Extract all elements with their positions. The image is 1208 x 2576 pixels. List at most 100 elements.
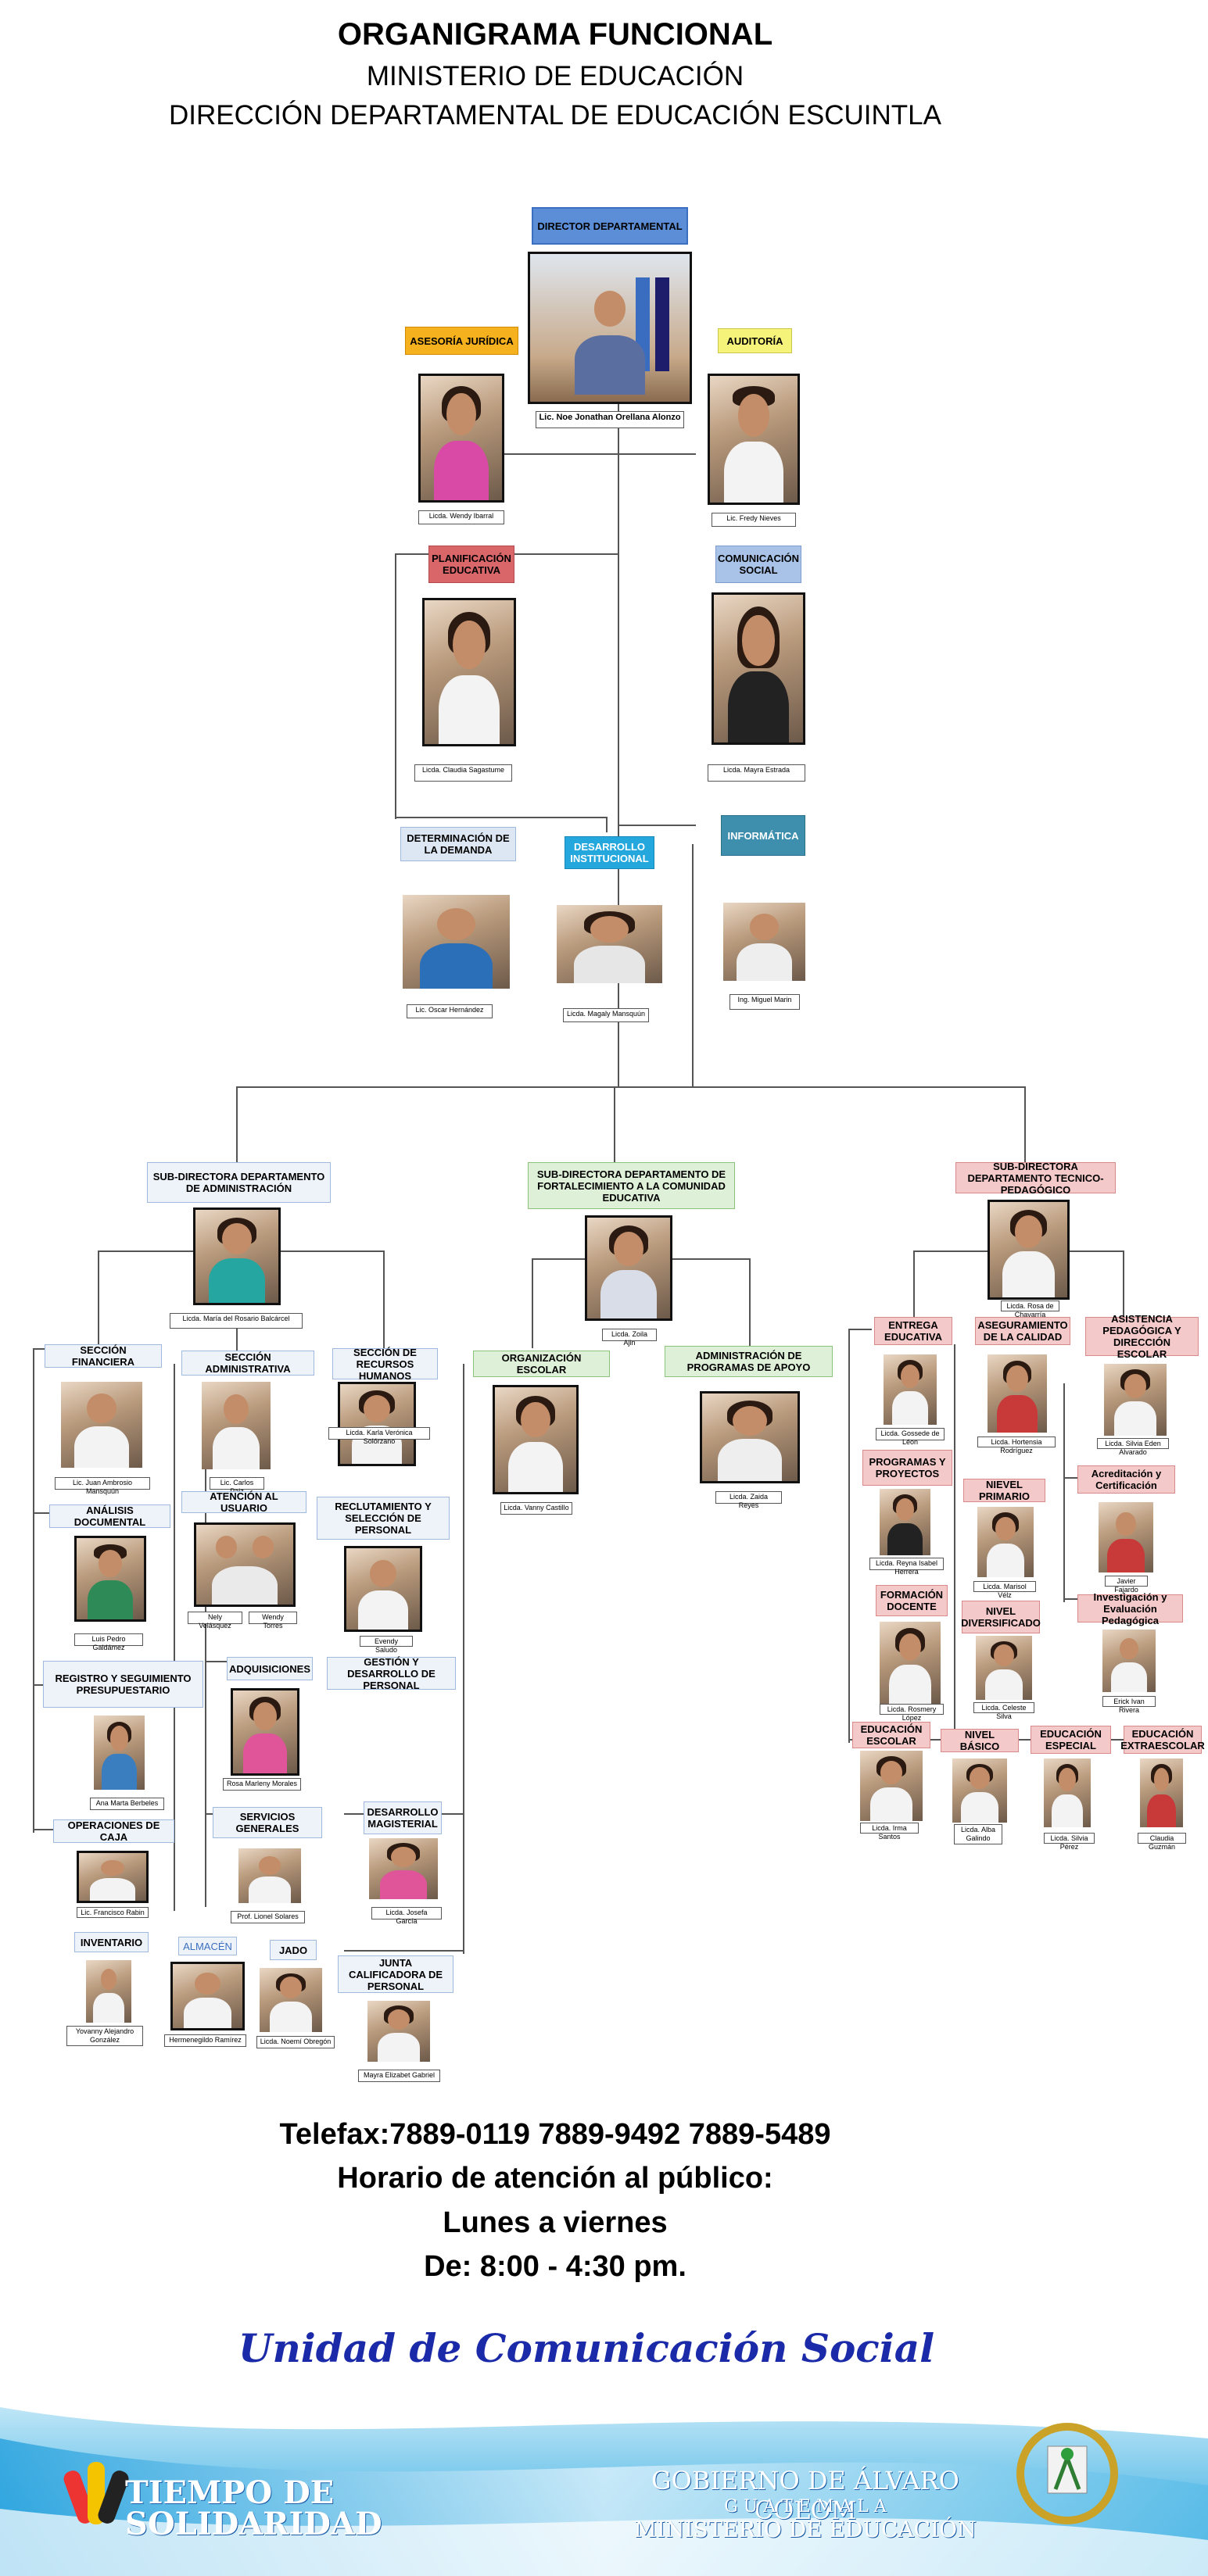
fortalecimiento-name: Licda. Zoila Ajin (602, 1329, 657, 1347)
desarrollo-magisterial-box[interactable]: DESARROLLO MAGISTERIAL (364, 1801, 442, 1834)
calidad-photo (988, 1354, 1047, 1433)
comunicacion-box[interactable]: COMUNICACIÓN SOCIAL (715, 546, 801, 583)
investigacion-box[interactable]: Investigación y Evaluación Pedagógica (1077, 1591, 1183, 1626)
informatica-box[interactable]: INFORMÁTICA (721, 815, 805, 856)
escolar-photo (860, 1751, 923, 1821)
operaciones-caja-box[interactable]: OPERACIONES DE CAJA (53, 1819, 174, 1843)
organizacion-photo (493, 1385, 579, 1494)
analisis-photo (74, 1536, 146, 1622)
calidad-name: Licda. Hortensia Rodríguez (977, 1436, 1056, 1454)
aseguramiento-calidad-box[interactable]: ASEGURAMIENTO DE LA CALIDAD (975, 1317, 1070, 1345)
inventario-name: Yovanny Alejandro González (66, 2026, 143, 2046)
jado-box[interactable]: JADO (270, 1940, 317, 1960)
subdirectora-tecnico-box[interactable]: SUB-DIRECTORA DEPARTAMENTO TECNICO-PEDAG… (955, 1161, 1116, 1196)
informatica-name: Ing. Miguel Marin (729, 994, 800, 1010)
primario-name: Licda. Marisol Vélz (973, 1581, 1036, 1599)
connector (913, 1250, 915, 1329)
inventario-box[interactable]: INVENTARIO (74, 1932, 149, 1952)
adquisiciones-box[interactable]: ADQUISICIONES (227, 1657, 313, 1680)
especial-photo (1044, 1758, 1091, 1827)
connector (33, 1348, 48, 1350)
analisis-documental-box[interactable]: ANÁLISIS DOCUMENTAL (49, 1504, 170, 1528)
desarrollo-institucional-box[interactable]: DESARROLLO INSTITUCIONAL (565, 836, 654, 869)
subdirectora-administracion-box[interactable]: SUB-DIRECTORA DEPARTAMENTO DE ADMINISTRA… (147, 1162, 331, 1203)
connector (1024, 1086, 1026, 1165)
determinacion-photo (403, 895, 510, 989)
recursos-humanos-box[interactable]: SECCIÓN DE RECURSOS HUMANOS (332, 1347, 438, 1382)
operaciones-name: Lic. Francisco Rabin (77, 1907, 149, 1918)
asistencia-pedagogica-box[interactable]: ASISTENCIA PEDAGÓGICA Y DIRECCIÓN ESCOLA… (1085, 1313, 1199, 1360)
entrega-photo (884, 1354, 937, 1425)
juridica-photo (418, 374, 504, 503)
organizacion-name: Licda. Vanny Castillo (500, 1502, 572, 1515)
connector (469, 453, 696, 455)
asesoria-juridica-box[interactable]: ASESORÍA JURÍDICA (405, 327, 518, 355)
connector (395, 553, 396, 819)
analisis-name: Luis Pedro Galdámez (74, 1633, 143, 1651)
director-box[interactable]: DIRECTOR DEPARTAMENTAL (532, 207, 688, 245)
planificacion-name: Licda. Claudia Sagastume (414, 764, 512, 782)
diversificado-photo (976, 1636, 1032, 1700)
connector (383, 1250, 385, 1352)
determinacion-box[interactable]: DETERMINACIÓN DE LA DEMANDA (400, 827, 516, 861)
tecnico-photo (988, 1200, 1070, 1300)
junta-photo (367, 2001, 430, 2062)
connector (1063, 1383, 1065, 1602)
reclutamiento-box[interactable]: RECLUTAMIENTO Y SELECCIÓN DE PERSONAL (317, 1497, 450, 1540)
programas-apoyo-box[interactable]: ADMINISTRACIÓN DE PROGRAMAS DE APOYO (665, 1346, 833, 1377)
planificacion-box[interactable]: PLANIFICACIÓN EDUCATIVA (428, 546, 514, 583)
junta-calificadora-box[interactable]: JUNTA CALIFICADORA DE PERSONAL (338, 1955, 453, 1993)
operaciones-photo (77, 1851, 149, 1903)
atencion-usuario-box[interactable]: ATENCIÓN AL USUARIO (181, 1490, 306, 1514)
connector (236, 1086, 238, 1165)
connector (395, 817, 606, 818)
almacen-photo (170, 1962, 245, 2030)
seccion-financiera-box[interactable]: SECCIÓN FINANCIERA (45, 1344, 162, 1368)
primario-photo (977, 1507, 1034, 1577)
servicios-generales-box[interactable]: SERVICIOS GENERALES (213, 1807, 322, 1838)
proyectos-name: Licda. Reyna Isabel Herrera (869, 1558, 944, 1576)
asistencia-name: Licda. Silvia Eden Alvarado (1097, 1438, 1169, 1456)
auditoria-box[interactable]: AUDITORÍA (718, 328, 792, 353)
programas-proyectos-box[interactable]: PROGRAMAS Y PROYECTOS (862, 1450, 952, 1486)
atencion-name-2: Wendy Torres (249, 1612, 297, 1630)
fortalecimiento-photo (585, 1215, 672, 1321)
entrega-educativa-box[interactable]: ENTREGA EDUCATIVA (874, 1317, 952, 1345)
educacion-especial-box[interactable]: EDUCACIÓN ESPECIAL (1031, 1726, 1111, 1754)
educacion-escolar-box[interactable]: EDUCACIÓN ESCOLAR (852, 1722, 930, 1748)
gestion-desarrollo-box[interactable]: GESTIÓN Y DESARROLLO DE PERSONAL (327, 1656, 456, 1691)
tiempo-solidaridad-logo: TIEMPO DE SOLIDARIDAD (125, 2474, 382, 2542)
proyectos-photo (880, 1489, 930, 1555)
investigacion-name: Erick Ivan Rivera (1102, 1696, 1156, 1714)
connector (33, 1512, 52, 1514)
jado-photo (260, 1968, 322, 2032)
almacen-box[interactable]: ALMACÉN (178, 1937, 237, 1955)
desarrollo-inst-name: Licda. Magaly Mansquún (563, 1008, 649, 1022)
organizacion-escolar-box[interactable]: ORGANIZACIÓN ESCOLAR (473, 1351, 610, 1377)
gobierno-logo-line2: G U A T E M A L A (724, 2497, 887, 2517)
asistencia-photo (1104, 1364, 1167, 1436)
department-subtitle: DIRECCIÓN DEPARTAMENTAL DE EDUCACIÓN ESC… (169, 100, 941, 131)
connector (618, 825, 696, 826)
gobierno-logo-line3: MINISTERIO DE EDUCACIÓN (634, 2517, 977, 2542)
programas-name: Licda. Zaida Reyes (715, 1491, 782, 1509)
acreditacion-box[interactable]: Acreditación y Certificación (1077, 1465, 1175, 1494)
nivel-primario-box[interactable]: NIEVEL PRIMARIO (963, 1479, 1045, 1502)
director-name: Lic. Noe Jonathan Orellana Alonzo (536, 411, 684, 428)
seccion-administrativa-box[interactable]: SECCIÓN ADMINISTRATIVA (181, 1351, 314, 1376)
programas-photo (700, 1391, 800, 1483)
informatica-photo (723, 903, 805, 981)
connector (749, 1258, 751, 1348)
registro-presupuestario-box[interactable]: REGISTRO Y SEGUIMIENTO PRESUPUESTARIO (43, 1661, 203, 1708)
connector (614, 1086, 615, 1165)
formacion-docente-box[interactable]: FORMACIÓN DOCENTE (876, 1585, 948, 1616)
subdirectora-fortalecimiento-box[interactable]: SUB-DIRECTORA DEPARTAMENTO DE FORTALECIM… (528, 1162, 735, 1209)
chart-title: ORGANIGRAMA FUNCIONAL (337, 17, 773, 52)
nivel-diversificado-box[interactable]: NIVEL DIVERSIFICADO (961, 1601, 1041, 1633)
registro-name: Ana Marta Berbeles (90, 1798, 164, 1810)
nivel-basico-box[interactable]: NIVEL BÁSICO (941, 1729, 1019, 1752)
investigacion-photo (1102, 1630, 1156, 1692)
educacion-extraescolar-box[interactable]: EDUCACIÓN EXTRAESCOLAR (1120, 1726, 1205, 1754)
adquisiciones-name: Rosa Marleny Morales (223, 1778, 301, 1791)
connector (236, 1086, 1026, 1088)
